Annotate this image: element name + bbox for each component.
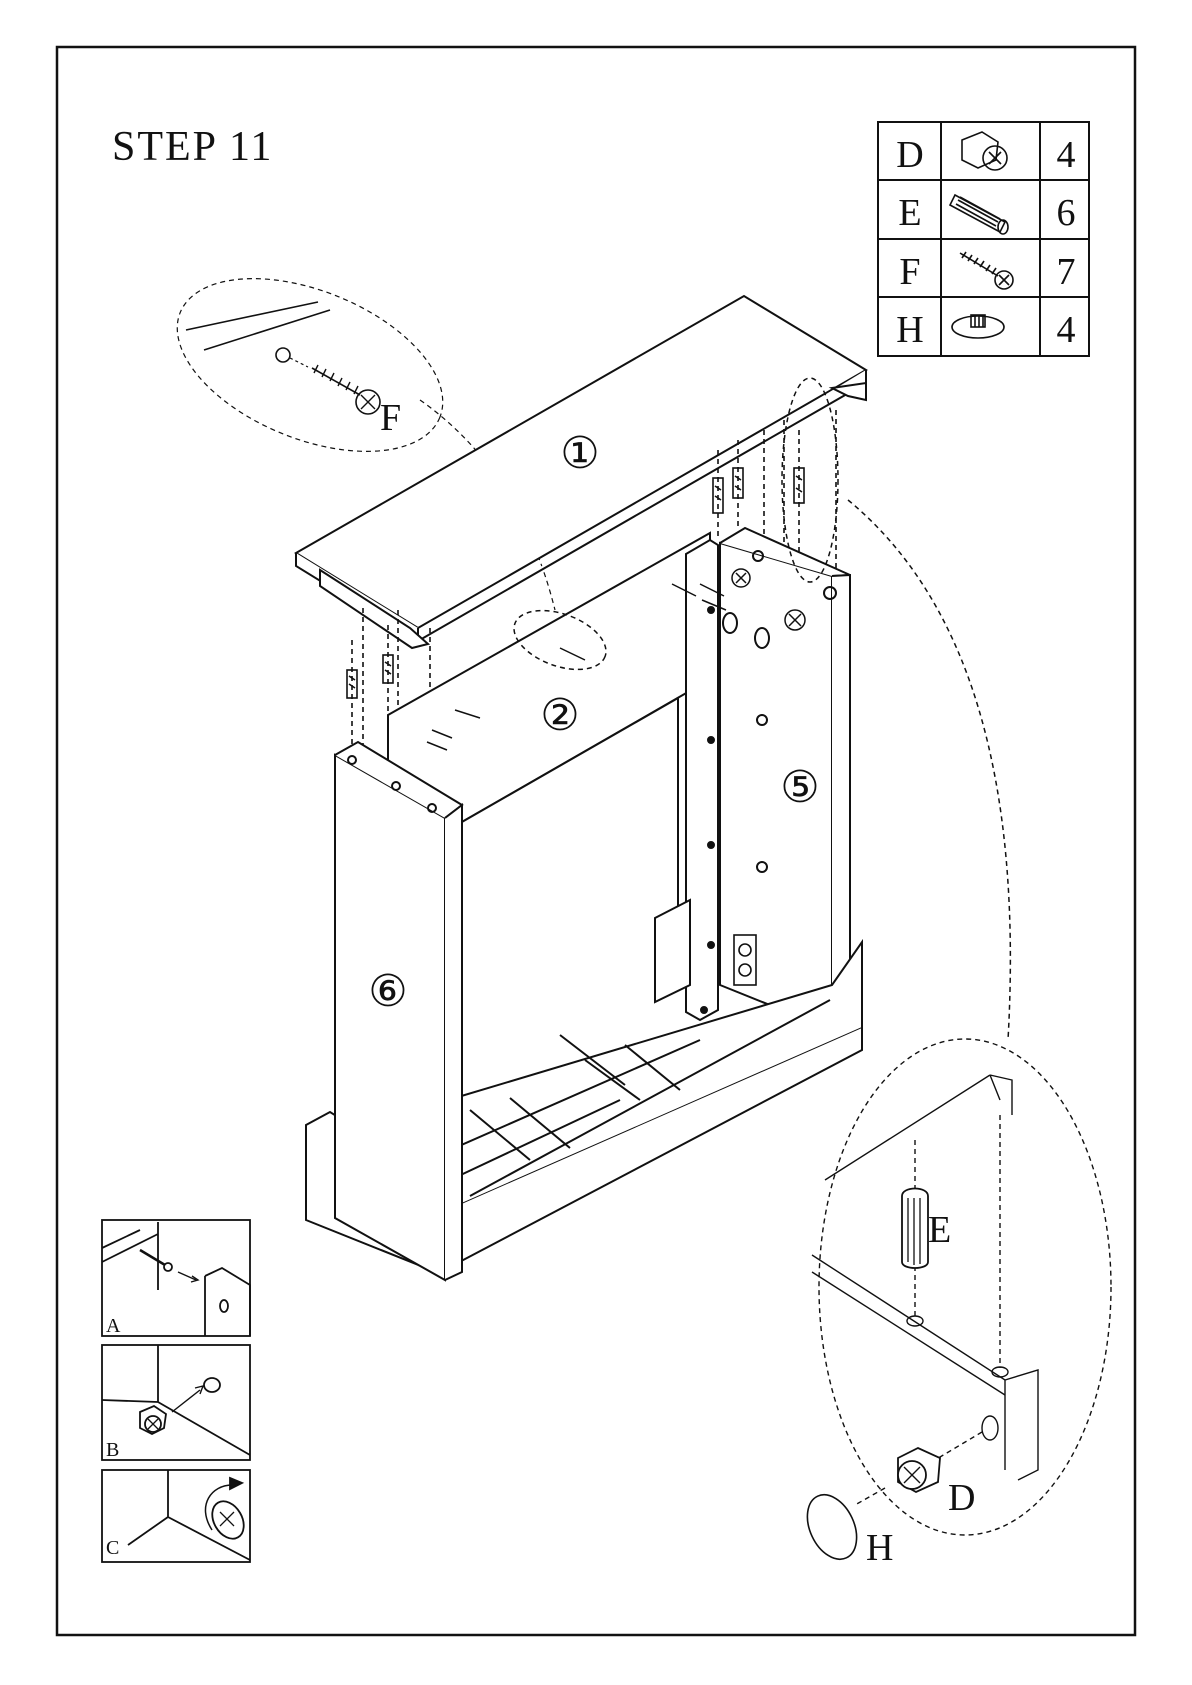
hardware-letter: E [898,192,921,234]
hardware-letter: F [899,251,920,293]
corner-bracket [734,935,756,985]
top-panel-number: ① [560,429,599,478]
hardware-row-h: H 4 [896,309,1075,351]
sub-step-a-label: A [106,1315,121,1337]
back-panel-number: ② [540,691,579,740]
hardware-qty: 4 [1057,309,1076,351]
sub-step-c [102,1470,250,1562]
screw-detail-label: F [380,397,401,439]
wood-dowel-icon [950,195,1008,234]
sub-step-b-label: B [106,1439,119,1461]
sub-step-b [102,1345,250,1460]
sub-step-a [102,1220,250,1336]
cam-detail-label: D [948,1477,975,1519]
hardware-qty: 4 [1057,134,1076,176]
hardware-row-e: E 6 [898,192,1075,234]
cap-detail-label: H [866,1527,893,1569]
hardware-row-f: F 7 [899,251,1075,293]
cap-cover-icon [952,315,1004,338]
hardware-row-d: D 4 [896,132,1075,176]
step-title: STEP 11 [112,124,273,170]
left-panel-number: ⑥ [368,967,407,1016]
sub-step-c-label: C [106,1537,119,1559]
screw-icon [960,252,1013,289]
hardware-qty: 7 [1057,251,1076,293]
dowel-detail-label: E [928,1209,951,1251]
right-panel-number: ⑤ [780,763,819,812]
hardware-letter: D [896,134,923,176]
cam-lock-icon [962,132,1007,170]
hardware-letter: H [896,309,923,351]
hardware-qty: 6 [1057,192,1076,234]
